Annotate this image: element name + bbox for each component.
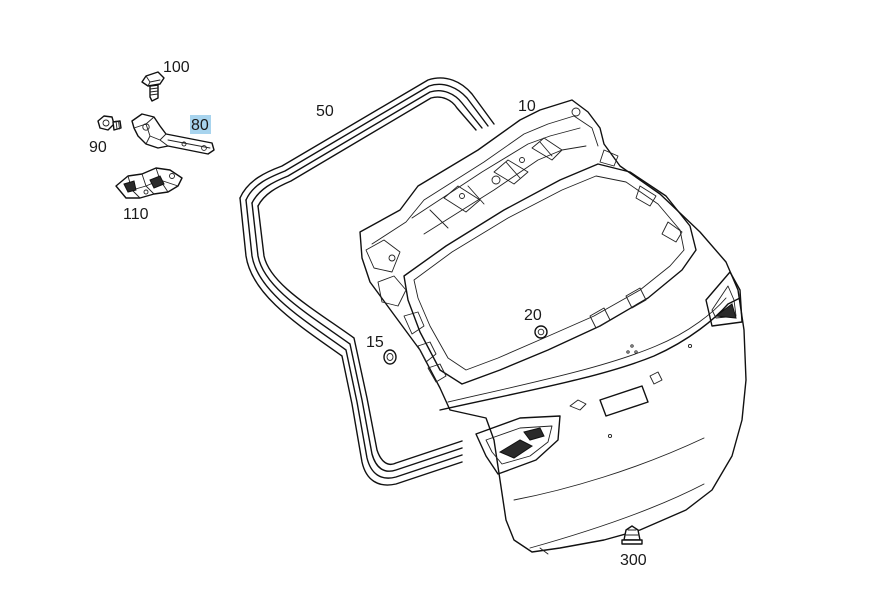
callout-80[interactable]: 80 bbox=[191, 117, 209, 134]
part-90-nut bbox=[97, 115, 122, 131]
part-100-bolt bbox=[141, 71, 165, 102]
callout-300[interactable]: 300 bbox=[620, 552, 647, 569]
callout-100[interactable]: 100 bbox=[163, 59, 190, 76]
part-10-tailgate bbox=[359, 99, 747, 555]
callout-15[interactable]: 15 bbox=[366, 334, 384, 351]
callout-10[interactable]: 10 bbox=[518, 98, 536, 115]
callout-80-highlight bbox=[190, 115, 211, 134]
part-15-grommet bbox=[383, 349, 397, 365]
callout-90[interactable]: 90 bbox=[89, 139, 107, 156]
callout-50[interactable]: 50 bbox=[316, 103, 334, 120]
callout-20[interactable]: 20 bbox=[524, 307, 542, 324]
part-80-hinge bbox=[131, 113, 215, 155]
part-20-plug bbox=[534, 325, 548, 339]
part-50-seal bbox=[239, 77, 495, 486]
part-110-bracket bbox=[115, 167, 183, 199]
part-300-bump-stop bbox=[621, 525, 643, 545]
callout-110[interactable]: 110 bbox=[123, 206, 149, 223]
